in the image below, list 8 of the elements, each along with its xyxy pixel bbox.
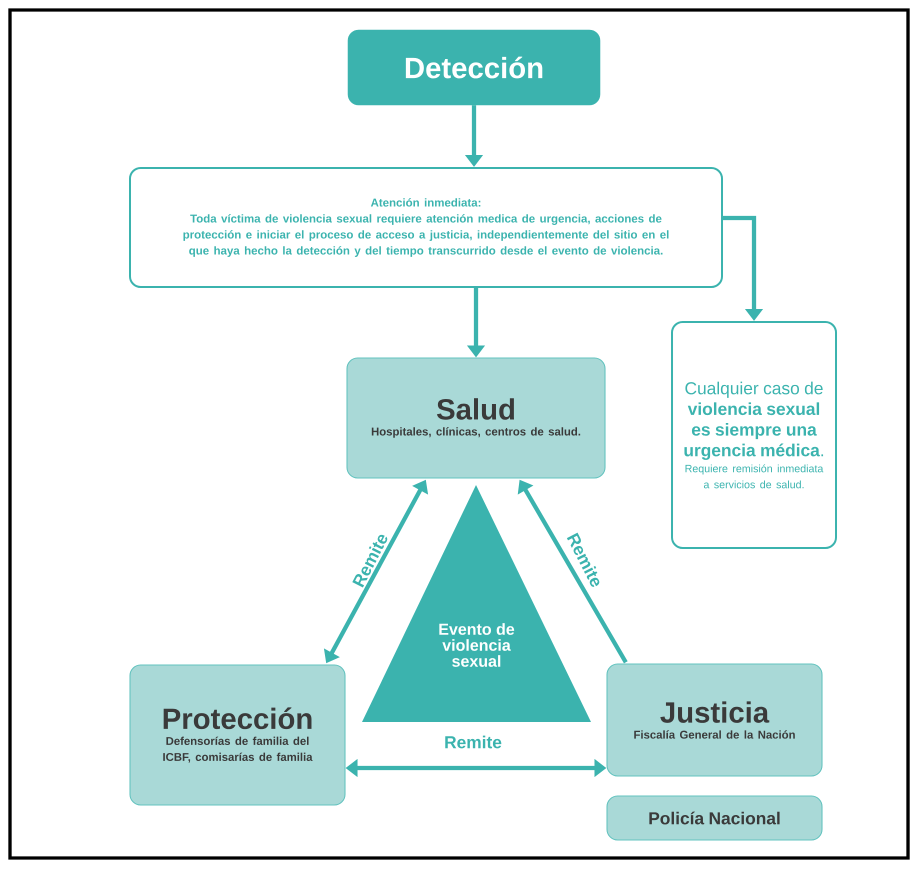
sector-box: Salud Hospitales, clínicas, centros de salud.	[346, 357, 606, 479]
title-box: Detección	[348, 30, 600, 106]
sector-box: Policía Nacional	[606, 795, 823, 841]
info-box: Cualquier caso de violencia sexual es siempre una urgencia médica. Requiere remisión inmediata a servicios de salud.	[671, 321, 837, 549]
info-box: Atención inmediata: Toda víctima de violencia sexual requiere atención medica de urgencia, acciones de protección e iniciar el proceso de acceso a justicia, independientemente del sitio en el que haya hecho la detección y del tiempo transcurrido desde el evento de violencia.	[129, 167, 723, 288]
sector-box: Protección Defensorías de familia del ICBF, comisarías de familia	[129, 664, 346, 806]
sector-box: Justicia Fiscalía General de la Nación	[606, 663, 823, 777]
edge-label: Remite	[442, 734, 504, 750]
